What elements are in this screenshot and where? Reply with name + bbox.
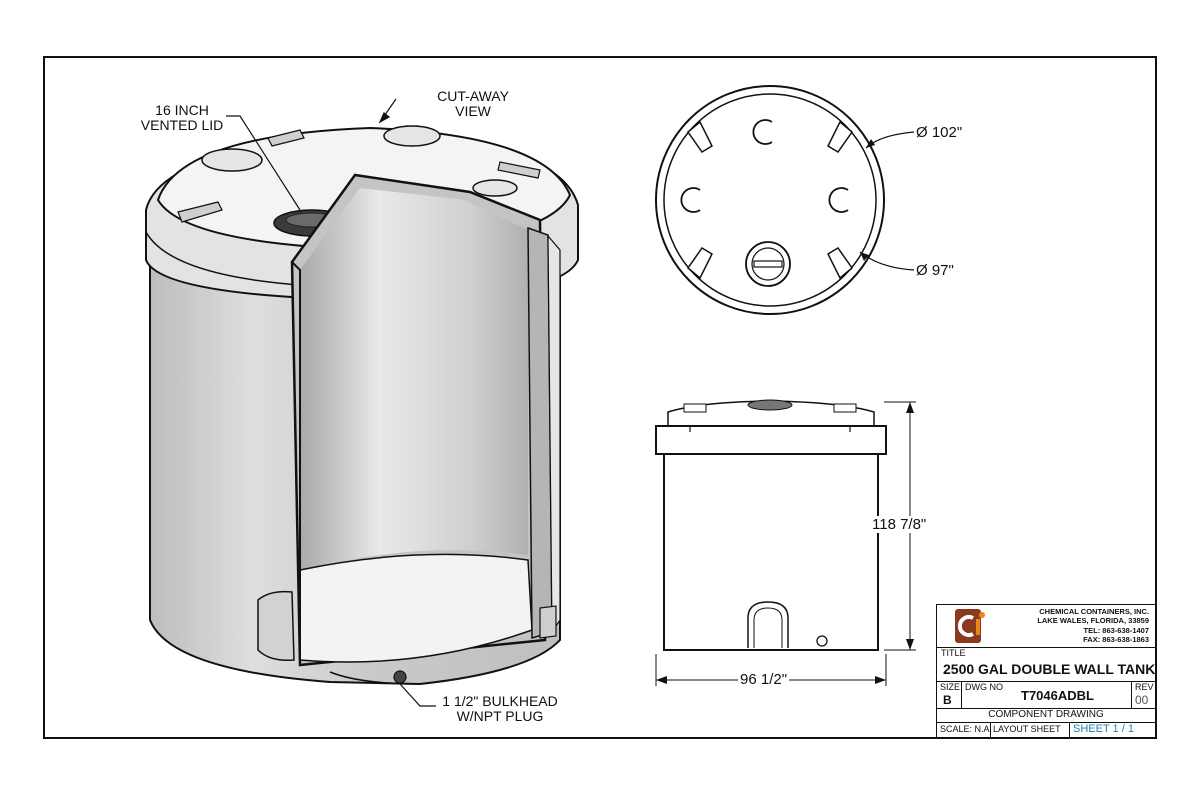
cutaway-view-callout-line2: VIEW: [455, 103, 491, 119]
cutaway-view-callout: CUT-AWAY VIEW: [420, 89, 526, 119]
inner-diameter-dimension: Ø 97": [914, 262, 956, 279]
component-row: COMPONENT DRAWING: [937, 708, 1155, 723]
bulkhead-callout-line1: 1 1/2" BULKHEAD: [442, 693, 558, 709]
dwg-no-caption: DWG NO: [965, 682, 1003, 692]
rev-caption: REV: [1135, 682, 1154, 692]
size-caption: SIZE: [940, 682, 961, 692]
bulkhead-callout: 1 1/2" BULKHEAD W/NPT PLUG: [428, 694, 572, 724]
vented-lid-callout-line1: 16 INCH: [155, 102, 209, 118]
scale: SCALE: N.A.: [940, 724, 993, 734]
layout-sheet: LAYOUT SHEET: [993, 724, 1061, 734]
title-block: CHEMICAL CONTAINERS, INC. LAKE WALES, FL…: [936, 604, 1156, 738]
footer-row: SCALE: N.A. LAYOUT SHEET SHEET 1 / 1: [937, 722, 1155, 737]
drawing-title: 2500 GAL DOUBLE WALL TANK: [943, 661, 1156, 677]
sheet-number: SHEET 1 / 1: [1073, 723, 1134, 735]
drawing-number-row: SIZE B DWG NO T7046ADBL REV 00: [937, 681, 1155, 709]
height-dimension: 118 7/8": [870, 516, 929, 533]
cutaway-view-callout-line1: CUT-AWAY: [437, 88, 509, 104]
company-tel: TEL: 863-638-1407: [1083, 626, 1149, 635]
outer-diameter-dimension: Ø 102": [914, 124, 965, 141]
vented-lid-callout-line2: VENTED LID: [140, 117, 224, 133]
top-view: [655, 85, 915, 315]
bulkhead-callout-line2: W/NPT PLUG: [456, 708, 544, 724]
cutaway-tank-view: [145, 125, 579, 686]
width-dimension: 96 1/2": [738, 671, 790, 688]
sheet-border: [43, 56, 1157, 739]
company-fax: FAX: 863-638-1863: [1083, 635, 1149, 644]
side-view: [655, 399, 916, 686]
company-info: CHEMICAL CONTAINERS, INC. LAKE WALES, FL…: [937, 605, 1155, 648]
sheet-size: B: [943, 693, 952, 707]
vented-lid-callout: 16 INCH VENTED LID: [128, 103, 236, 133]
company-address: LAKE WALES, FLORIDA, 33859: [1037, 616, 1149, 625]
revision: 00: [1135, 693, 1149, 707]
title-caption: TITLE: [941, 648, 966, 658]
title-row: TITLE 2500 GAL DOUBLE WALL TANK: [937, 647, 1155, 682]
company-name: CHEMICAL CONTAINERS, INC.: [1039, 607, 1149, 616]
bulkhead-fitting-icon: [393, 670, 407, 684]
company-logo-icon: [955, 609, 985, 643]
drawing-type: COMPONENT DRAWING: [988, 709, 1104, 720]
callout-leaders: [226, 98, 436, 707]
drawing-number: T7046ADBL: [1021, 688, 1094, 703]
